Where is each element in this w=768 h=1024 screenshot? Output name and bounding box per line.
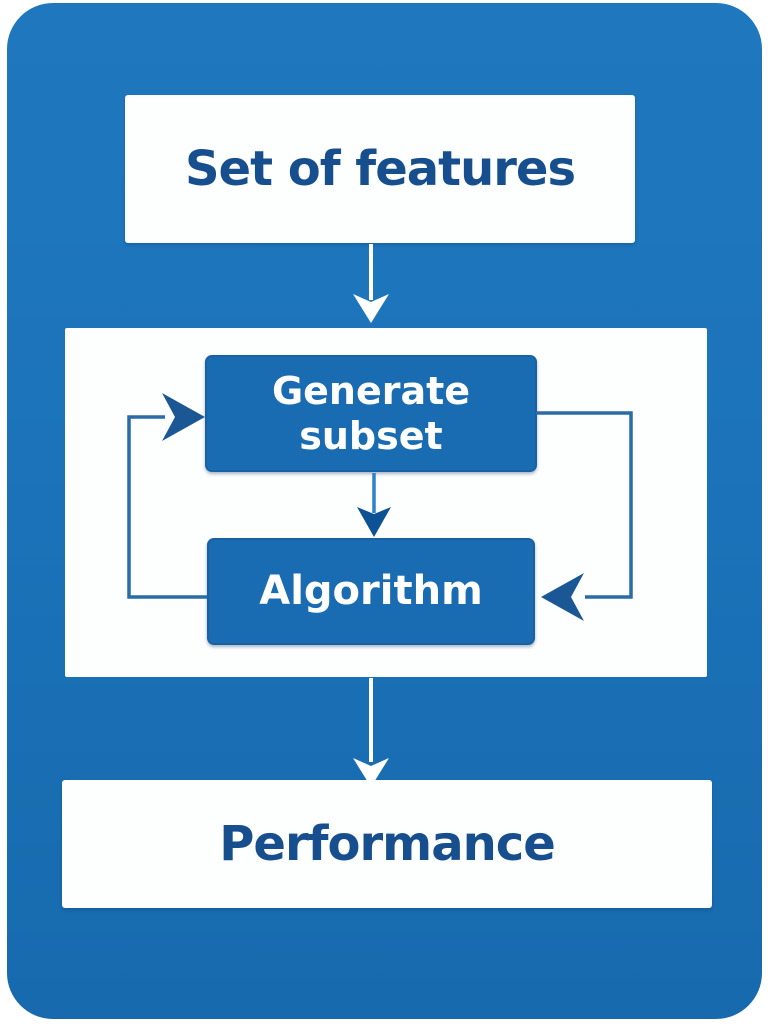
node-generate-subset: Generate subset [205,355,537,472]
node-performance: Performance [62,780,712,908]
performance-label: Performance [219,816,556,872]
generate-subset-line1: Generate [271,368,471,413]
node-set-of-features: Set of features [125,95,635,243]
generate-subset-label: Generate subset [272,369,470,459]
set-of-features-label: Set of features [184,141,576,197]
generate-subset-line2: subset [299,413,443,458]
algorithm-label: Algorithm [259,567,483,614]
node-algorithm: Algorithm [207,538,535,645]
